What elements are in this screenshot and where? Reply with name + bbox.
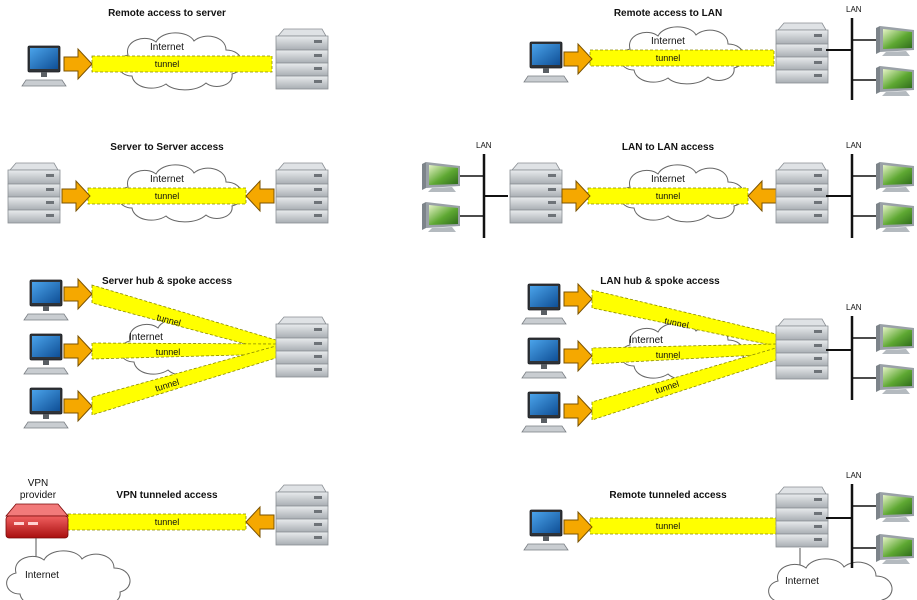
server-icon (775, 486, 829, 548)
arrow-icon (563, 511, 593, 543)
arrow-icon (563, 283, 593, 315)
laptop-icon (521, 283, 567, 325)
lan-monitor-icon (876, 66, 914, 96)
tunnel-band (91, 284, 277, 353)
panel-remote-server: Remote access to server Internet tunnel (21, 8, 329, 91)
lan-label: LAN (846, 141, 862, 150)
tunnel-label: tunnel (664, 316, 690, 331)
lan-monitor-icon (876, 324, 914, 354)
laptop-icon (523, 41, 569, 83)
tunnel-label: tunnel (656, 191, 681, 201)
lan-monitor-icon (876, 162, 914, 192)
server-icon (775, 22, 829, 84)
panel-title: Server to Server access (110, 142, 224, 153)
panel-title: Server hub & spoke access (102, 276, 233, 287)
arrow-icon (63, 390, 93, 422)
panel-title: Remote access to LAN (614, 8, 722, 19)
panel-vpn-tunneled: VPN tunneled access VPN provider tunnel … (5, 478, 329, 600)
laptop-icon (523, 509, 569, 551)
cloud-label: Internet (629, 335, 663, 346)
lan-monitor-icon (876, 492, 914, 522)
server-icon (275, 484, 329, 546)
server-icon (509, 162, 563, 224)
lan-label: LAN (846, 471, 862, 480)
panel-remote-lan: Remote access to LAN Internet tunnel LAN (523, 5, 914, 100)
tunnel-band (91, 55, 273, 73)
laptop-icon (521, 337, 567, 379)
cloud-label: Internet (129, 332, 163, 343)
tunnel-label: tunnel (155, 191, 180, 201)
server-icon (275, 162, 329, 224)
cloud-label: Internet (651, 36, 685, 47)
lan-monitor-icon (876, 534, 914, 564)
arrow-icon (561, 180, 591, 212)
laptop-icon (23, 333, 69, 375)
lan-monitor-icon (422, 162, 460, 192)
arrow-icon (747, 180, 777, 212)
server-icon (275, 28, 329, 90)
arrow-icon (563, 340, 593, 372)
arrow-icon (63, 335, 93, 367)
lan-monitor-icon (876, 202, 914, 232)
tunnel-label: tunnel (155, 59, 180, 69)
server-icon (275, 316, 329, 378)
router-icon (5, 503, 69, 558)
laptop-icon (23, 387, 69, 429)
panel-server-hub: Server hub & spoke access Internet tunne… (23, 276, 329, 429)
arrow-icon (563, 43, 593, 75)
laptop-icon (21, 45, 67, 87)
panel-server-server: Server to Server access Internet tunnel (7, 142, 329, 224)
arrow-icon (61, 180, 91, 212)
lan-monitor-icon (876, 26, 914, 56)
panel-lan-hub: LAN hub & spoke access Internet tunnel t… (521, 276, 914, 433)
cloud-label: Internet (785, 576, 819, 587)
tunnel-label: tunnel (156, 347, 181, 357)
lan-label: LAN (846, 5, 862, 14)
panel-title: Remote access to server (108, 8, 226, 19)
arrow-icon (63, 48, 93, 80)
arrow-icon (63, 278, 93, 310)
laptop-icon (23, 279, 69, 321)
lan-monitor-icon (422, 202, 460, 232)
provider-label: VPN (28, 478, 49, 489)
arrow-icon (245, 180, 275, 212)
tunnel-label: tunnel (656, 350, 681, 360)
server-icon (775, 162, 829, 224)
panel-title: VPN tunneled access (116, 490, 218, 501)
arrow-icon (245, 506, 275, 538)
lan-label: LAN (476, 141, 492, 150)
panel-title: LAN hub & spoke access (600, 276, 720, 287)
laptop-icon (521, 391, 567, 433)
tunnel-band (589, 517, 777, 535)
tunnel-label: tunnel (656, 53, 681, 63)
lan-label: LAN (846, 303, 862, 312)
cloud-label: Internet (150, 174, 184, 185)
panel-title: LAN to LAN access (622, 142, 715, 153)
cloud-label: Internet (25, 570, 59, 581)
provider-label: provider (20, 490, 57, 501)
panel-remote-tunneled: Remote tunneled access tunnel Internet L… (523, 471, 914, 600)
server-icon (775, 318, 829, 380)
cloud-label: Internet (651, 174, 685, 185)
tunnel-label: tunnel (656, 521, 681, 531)
panel-lan-lan: LAN to LAN access Internet tunnel LAN LA… (422, 141, 914, 238)
arrow-icon (563, 395, 593, 427)
tunnel-label: tunnel (155, 517, 180, 527)
server-icon (7, 162, 61, 224)
panel-title: Remote tunneled access (609, 490, 727, 501)
tunnel-band (589, 49, 775, 67)
cloud-label: Internet (150, 42, 184, 53)
lan-monitor-icon (876, 364, 914, 394)
